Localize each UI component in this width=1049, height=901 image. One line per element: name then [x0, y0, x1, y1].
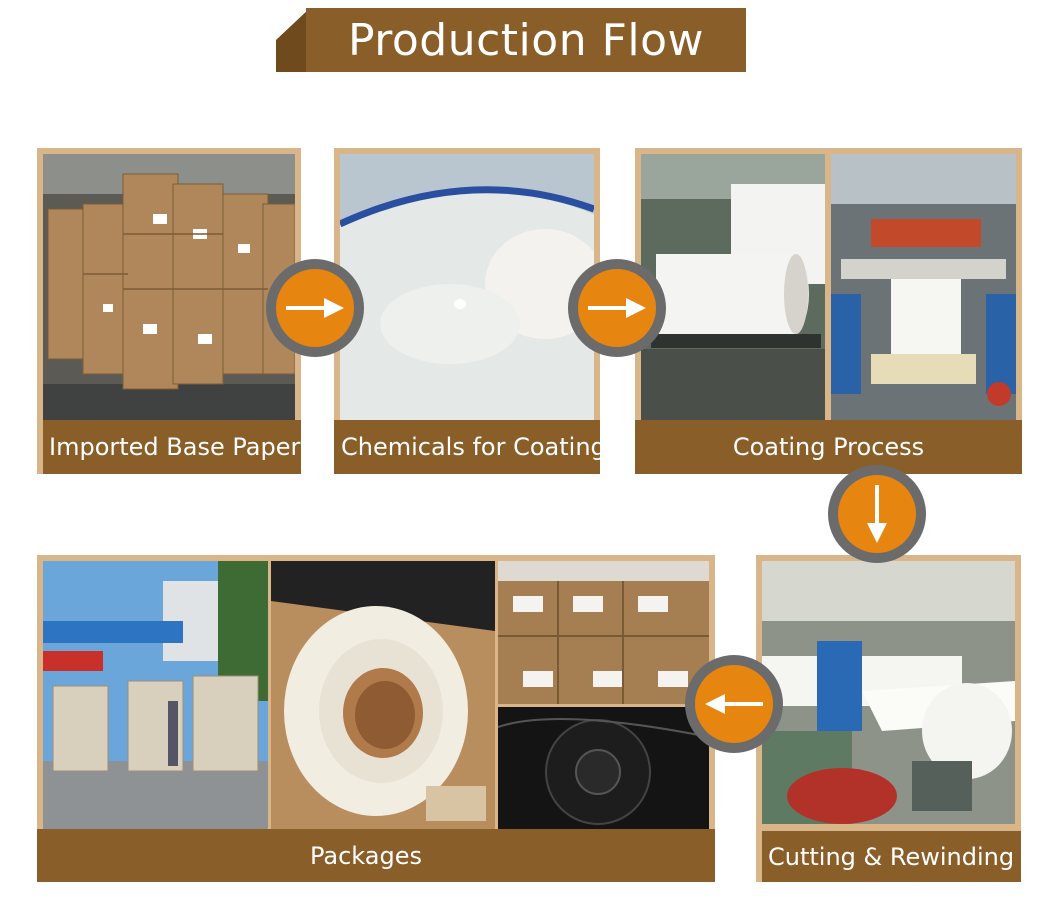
- flow-arrow-4: [685, 655, 783, 753]
- flow-arrow-2: [568, 259, 666, 357]
- step-chemicals-for-coating: Chemicals for Coating: [334, 148, 600, 474]
- step-imported-base-paper: Imported Base Paper: [37, 148, 301, 474]
- photo-base-paper-rolls: [43, 154, 295, 420]
- arrow-down-icon: [865, 483, 889, 545]
- photo-packages-boxes: [498, 561, 709, 704]
- label-cutting-rewinding: Cutting & Rewinding: [762, 831, 1021, 882]
- title-banner-fold: [276, 8, 310, 72]
- photo-cutting-machine: [762, 561, 1015, 824]
- label-imported-base-paper: Imported Base Paper: [43, 420, 301, 474]
- step-packages: Packages: [37, 555, 715, 882]
- step-coating-process: Coating Process: [635, 148, 1022, 474]
- step-cutting-rewinding: Cutting & Rewinding: [756, 555, 1021, 882]
- page-title: Production Flow: [306, 8, 746, 72]
- photo-coating-chemicals: [340, 154, 594, 420]
- photo-packages-wrapped-roll: [498, 707, 709, 829]
- flow-arrow-1: [266, 259, 364, 357]
- arrow-right-icon: [586, 296, 648, 320]
- arrow-right-icon: [284, 296, 346, 320]
- flow-arrow-3: [828, 465, 926, 563]
- photo-packages-roll: [271, 561, 495, 829]
- photo-coating-machine-left: [641, 154, 825, 420]
- photo-coating-machine-right: [831, 154, 1016, 420]
- photo-packages-warehouse: [43, 561, 268, 829]
- label-packages: Packages: [37, 829, 715, 882]
- label-coating-process: Coating Process: [635, 420, 1022, 474]
- label-chemicals-for-coating: Chemicals for Coating: [334, 420, 600, 474]
- arrow-left-icon: [703, 692, 765, 716]
